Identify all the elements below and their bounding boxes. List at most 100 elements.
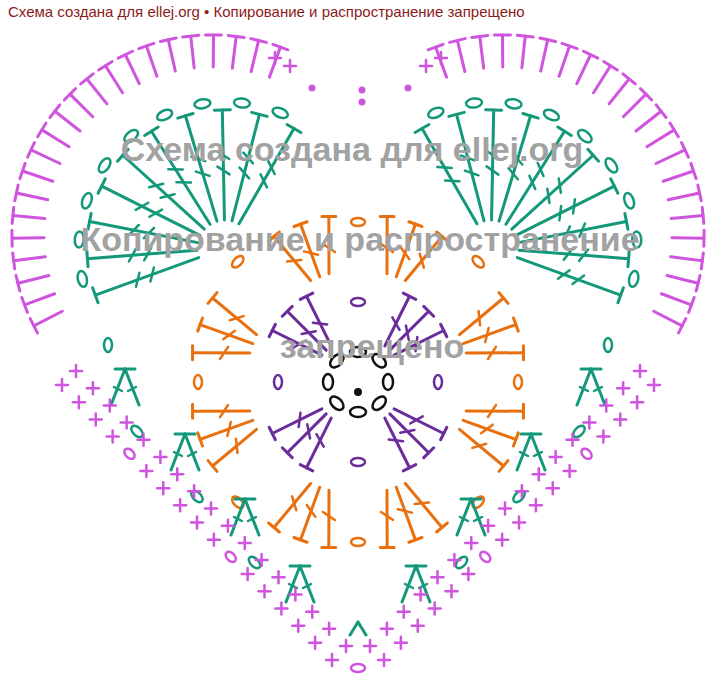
slip-stitch bbox=[405, 85, 412, 92]
stitch-stroke bbox=[200, 420, 253, 439]
stitch-stroke bbox=[273, 44, 288, 49]
stitch-stroke bbox=[75, 365, 78, 377]
stitch-stroke bbox=[208, 461, 217, 472]
stitch-stroke bbox=[577, 55, 591, 84]
stitch-stroke bbox=[290, 565, 310, 568]
stitch-stroke bbox=[534, 452, 542, 456]
stitch-stroke bbox=[445, 179, 459, 182]
stitch-stroke bbox=[466, 351, 523, 354]
stitch-stroke bbox=[220, 347, 228, 359]
stitch-stroke bbox=[81, 74, 93, 84]
stitch-stroke bbox=[460, 517, 468, 521]
chain-stitch bbox=[233, 98, 250, 109]
stitch-stroke bbox=[517, 35, 533, 37]
stitch-stroke bbox=[428, 44, 443, 49]
stitch-stroke bbox=[433, 602, 436, 614]
chain-stitch bbox=[351, 538, 365, 546]
stitch-stroke bbox=[196, 517, 199, 529]
stitch-stroke bbox=[571, 434, 574, 446]
stitch-stroke bbox=[12, 236, 44, 240]
chain-stitch bbox=[155, 108, 173, 123]
chain-stitch bbox=[224, 550, 238, 564]
stitch-stroke bbox=[18, 276, 49, 284]
stitch-stroke bbox=[220, 405, 228, 417]
stitch-stroke bbox=[214, 108, 230, 111]
stitch-stroke bbox=[656, 105, 666, 118]
stitch-stroke bbox=[287, 260, 301, 262]
chain-stitch bbox=[274, 375, 282, 389]
stitch-stroke bbox=[300, 293, 313, 299]
stitch-stroke bbox=[316, 434, 323, 447]
watermark: Копирование и распространение bbox=[80, 220, 639, 259]
stitch-stroke bbox=[499, 293, 508, 304]
chain-stitch bbox=[194, 375, 202, 389]
stitch-stroke bbox=[300, 566, 314, 602]
chain-stitch bbox=[542, 108, 560, 123]
stitch-stroke bbox=[513, 433, 518, 446]
stitch-stroke bbox=[480, 36, 484, 68]
stitch-stroke bbox=[501, 534, 504, 546]
stitch-stroke bbox=[402, 566, 416, 602]
stitch-stroke bbox=[463, 420, 516, 439]
stitch-stroke bbox=[647, 130, 674, 147]
stitch-stroke bbox=[386, 623, 389, 635]
stitch-stroke bbox=[50, 105, 60, 118]
stitch-stroke bbox=[232, 36, 236, 68]
stitch-stroke bbox=[311, 606, 314, 618]
chain-stitch bbox=[104, 338, 112, 352]
stitch-stroke bbox=[105, 66, 122, 93]
stitch-stroke bbox=[369, 640, 372, 652]
stitch-stroke bbox=[639, 365, 642, 377]
stitch-stroke bbox=[160, 38, 176, 41]
stitch-stroke bbox=[504, 503, 507, 515]
stitch-stroke bbox=[400, 430, 414, 433]
stitch-stroke bbox=[111, 431, 114, 443]
stitch-stroke bbox=[479, 311, 481, 325]
stitch-stroke bbox=[698, 185, 701, 201]
stitch-stroke bbox=[212, 35, 215, 67]
stitch-stroke bbox=[538, 468, 541, 480]
stitch-stroke bbox=[453, 554, 456, 566]
stitch-stroke bbox=[289, 60, 292, 72]
stitch-stroke bbox=[13, 253, 15, 269]
stitch-stroke bbox=[518, 517, 521, 529]
stitch-stroke bbox=[198, 433, 203, 446]
stitch-stroke bbox=[314, 637, 317, 649]
stitch-stroke bbox=[322, 215, 336, 218]
stitch-stroke bbox=[529, 176, 535, 189]
stitch-stroke bbox=[656, 150, 685, 164]
stitch-stroke bbox=[269, 47, 280, 77]
stitch-stroke bbox=[274, 52, 277, 64]
stitch-stroke bbox=[145, 465, 148, 477]
watermark: Схема создана для ellej.org bbox=[121, 130, 584, 169]
chain-stitch bbox=[122, 447, 136, 461]
stitch-stroke bbox=[409, 537, 422, 542]
stitch-stroke bbox=[403, 606, 406, 618]
stitch-stroke bbox=[668, 193, 699, 200]
stitch-stroke bbox=[251, 39, 267, 43]
stitch-stroke bbox=[661, 294, 691, 305]
chain-stitch bbox=[96, 156, 112, 174]
stitch-stroke bbox=[269, 523, 280, 532]
chain-stitch bbox=[350, 407, 366, 417]
stitch-stroke bbox=[461, 498, 481, 501]
stitch-stroke bbox=[517, 434, 531, 470]
stitch-stroke bbox=[345, 640, 348, 652]
stitch-stroke bbox=[416, 566, 430, 602]
stitch-stroke bbox=[196, 172, 210, 176]
stitch-stroke bbox=[540, 38, 556, 41]
stitch-stroke bbox=[450, 585, 453, 597]
chain-stitch bbox=[434, 375, 442, 389]
stitch-stroke bbox=[176, 181, 190, 184]
stitch-stroke bbox=[38, 123, 46, 137]
stitch-stroke bbox=[263, 585, 266, 597]
stitch-stroke bbox=[111, 369, 125, 405]
stitch-stroke bbox=[313, 323, 327, 325]
stitch-stroke bbox=[149, 184, 163, 188]
stitch-stroke bbox=[701, 253, 703, 269]
stitch-stroke bbox=[488, 405, 496, 417]
stitch-stroke bbox=[671, 215, 703, 218]
stitch-stroke bbox=[246, 568, 249, 580]
stitch-stroke bbox=[441, 427, 447, 440]
stitch-stroke bbox=[410, 416, 423, 423]
